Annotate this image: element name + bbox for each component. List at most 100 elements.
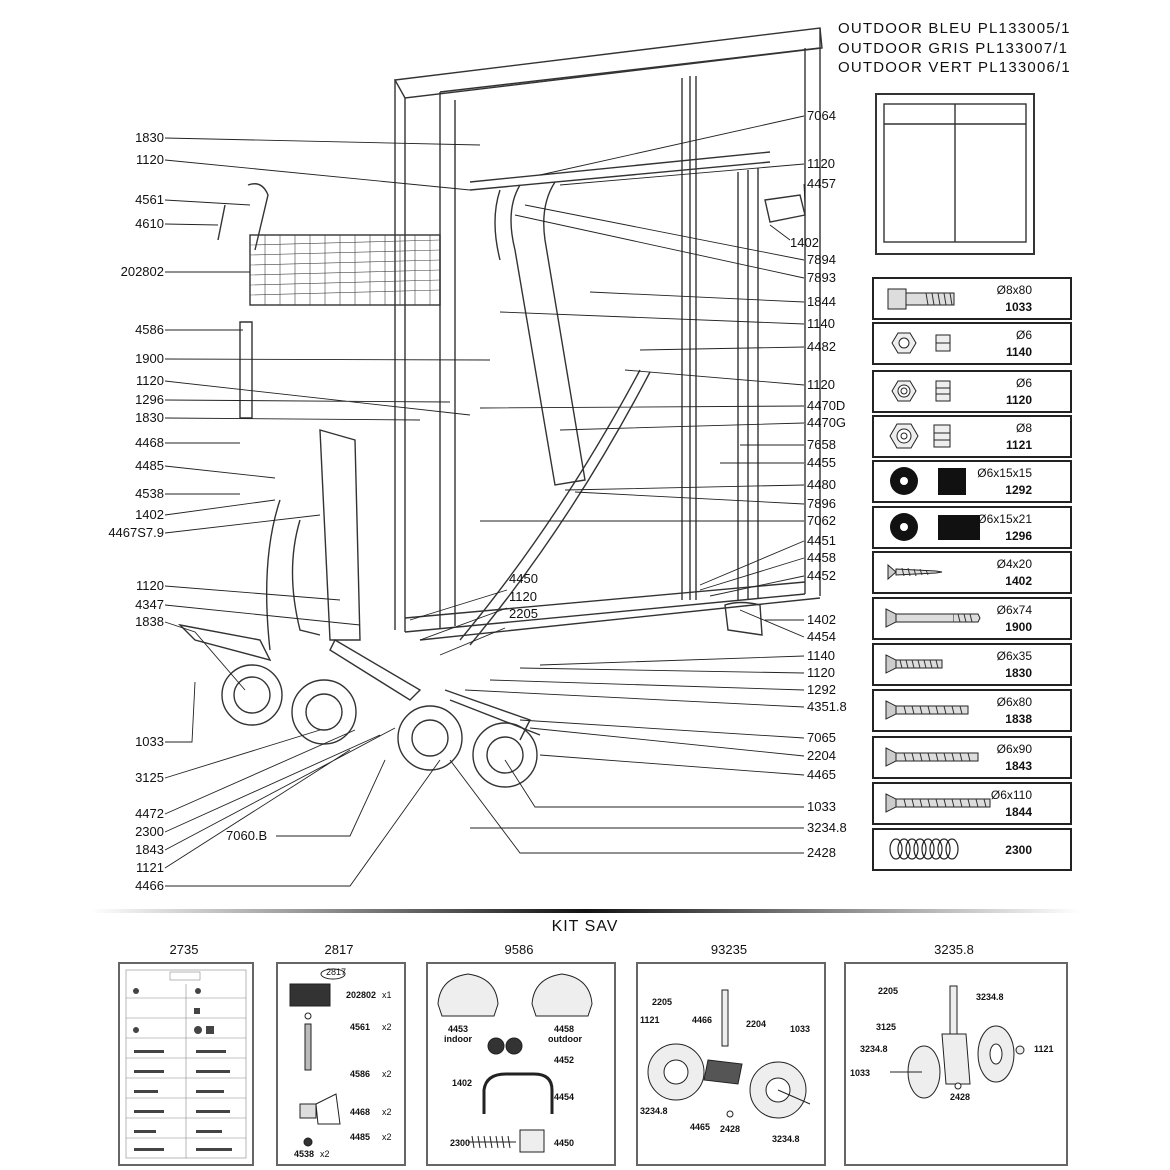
locknut-icon [891, 380, 951, 402]
callout-3234-8: 3234.8 [807, 820, 847, 835]
screw-icon [885, 747, 979, 767]
callout-7060b: 7060.B [226, 828, 268, 843]
part-box-1830: Ø6x35 1830 [872, 643, 1072, 686]
callout-4347: 4347 [135, 597, 164, 612]
kit-3235-8: 2205 3234.8 3125 3234.8 1121 1033 2428 [844, 962, 1068, 1166]
callout-1830: 1830 [135, 130, 164, 145]
callout-4610: 4610 [135, 216, 164, 231]
callout-1120: 1120 [136, 152, 164, 167]
kit-item-code: 3234.8 [976, 992, 1004, 1002]
kit-93235-parts [647, 989, 811, 1119]
part-box-2300: 2300 [872, 828, 1072, 871]
callout-1292: 1292 [807, 682, 836, 697]
part-code: 1296 [1005, 529, 1032, 543]
washer-icon [890, 467, 966, 495]
part-code: 1120 [1005, 393, 1032, 407]
kit-item-code: 4465 [690, 1122, 711, 1132]
kit-item-code: 3234.8 [640, 1106, 668, 1116]
washer-icon [890, 513, 980, 541]
kit-item-qty: x2 [320, 1149, 330, 1159]
callout-1120: 1120 [136, 373, 164, 388]
kit-item-code: 4453 [448, 1024, 469, 1034]
locknut-icon [889, 423, 951, 449]
callout-2300: 2300 [135, 824, 164, 839]
callout-1402: 1402 [135, 507, 164, 522]
part-size: Ø6x90 [996, 742, 1032, 756]
callout-1140: 1140 [807, 316, 835, 331]
kit-number-9586: 9586 [504, 942, 534, 957]
kit-item-variant: indoor [444, 1034, 472, 1044]
part-size: Ø6 [1015, 376, 1032, 390]
kit-item-code: 3234.8 [772, 1134, 800, 1144]
part-box-1120: Ø6 1120 [872, 370, 1072, 413]
callout-1838: 1838 [135, 614, 164, 629]
kit-sav-title: KIT SAV [551, 918, 619, 935]
kit-item-code: 4485 [350, 1132, 371, 1142]
callout-1033: 1033 [807, 799, 836, 814]
kit-item-variant: outdoor [548, 1034, 582, 1044]
screw-icon [885, 793, 991, 813]
part-box-1121: Ø8 1121 [872, 415, 1072, 458]
callout-4482: 4482 [807, 339, 836, 354]
kit-item-code: 4538 [294, 1149, 315, 1159]
callout-1296: 1296 [135, 392, 164, 407]
callout-4450: 4450 [509, 571, 538, 586]
callout-1121: 1121 [136, 860, 164, 875]
kit-item-code: 3234.8 [860, 1044, 888, 1054]
callout-4485: 4485 [135, 458, 164, 473]
model-vert: OUTDOOR VERT PL133006/1 [838, 59, 1071, 76]
kit-item-code: 2205 [878, 986, 899, 996]
kit-item-code: 4458 [554, 1024, 575, 1034]
kit-item-code: 4561 [350, 1022, 371, 1032]
part-size: Ø6 [1015, 328, 1032, 342]
callout-1120: 1120 [136, 578, 164, 593]
part-size: Ø8x80 [996, 283, 1032, 297]
callout-1120: 1120 [807, 665, 835, 680]
callout-1830: 1830 [135, 410, 164, 425]
callout-4586: 4586 [135, 322, 164, 337]
part-code: 1838 [1005, 712, 1032, 726]
part-code: 1121 [1005, 438, 1032, 452]
kit-item-code: 4468 [350, 1107, 371, 1117]
kit-item-code: 3125 [876, 1022, 897, 1032]
part-code: 1844 [1005, 805, 1032, 819]
part-code: 1033 [1005, 300, 1032, 314]
callout-4452: 4452 [807, 568, 836, 583]
part-box-1140: Ø6 1140 [872, 322, 1072, 365]
callout-4465: 4465 [807, 767, 836, 782]
kit-item-code: 4466 [692, 1015, 713, 1025]
nut-icon [891, 332, 951, 354]
kit-item-code: 1033 [850, 1068, 871, 1078]
part-box-1838: Ø6x80 1838 [872, 689, 1072, 732]
screw-icon [885, 608, 981, 628]
callout-4351-8: 4351.8 [807, 699, 847, 714]
kit-item-code: 2205 [652, 997, 673, 1007]
kit-2735-parts-sheet [125, 969, 247, 1159]
part-code: 1292 [1005, 483, 1032, 497]
callout-7658: 7658 [807, 437, 836, 452]
model-bleu: OUTDOOR BLEU PL133005/1 [838, 20, 1071, 37]
callout-3125: 3125 [135, 770, 164, 785]
part-size: Ø4x20 [996, 557, 1032, 571]
part-size: Ø6x15x15 [977, 466, 1032, 480]
wood-screw-icon [887, 563, 943, 581]
part-size: Ø6x110 [990, 788, 1032, 802]
kit-item-code: 1121 [640, 1015, 660, 1025]
callout-4480: 4480 [807, 477, 836, 492]
kit-item-code: 2300 [450, 1138, 471, 1148]
callout-7065: 7065 [807, 730, 836, 745]
callout-4538: 4538 [135, 486, 164, 501]
kit-item-code: 2204 [746, 1019, 767, 1029]
part-code: 1140 [1005, 345, 1032, 359]
callout-7893: 7893 [807, 270, 836, 285]
kit-item-qty: x2 [382, 1107, 392, 1117]
callout-1900: 1900 [135, 351, 164, 366]
part-box-1033: Ø8x80 1033 [872, 277, 1072, 320]
kit-3235-8-parts [890, 985, 1025, 1099]
part-code: 1843 [1005, 759, 1032, 773]
kit-item-code: 4586 [350, 1069, 371, 1079]
kit-item-qty: x2 [382, 1132, 392, 1142]
kit-2735 [118, 962, 254, 1166]
part-box-1296: Ø6x15x21 1296 [872, 506, 1072, 549]
